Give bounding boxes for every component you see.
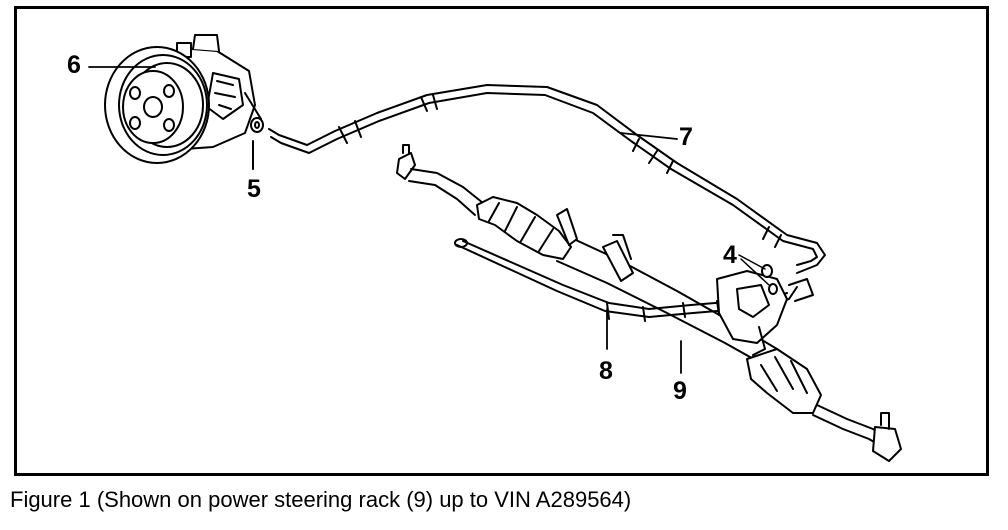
power-steering-pump — [104, 34, 262, 164]
callout-8: 8 — [599, 357, 613, 385]
callout-6: 6 — [67, 51, 81, 79]
steering-rack — [396, 144, 902, 462]
callout-7: 7 — [679, 123, 693, 151]
power-steering-diagram — [88, 34, 902, 462]
fitting-washers — [738, 254, 778, 295]
sealing-washer — [250, 117, 264, 170]
callout-9: 9 — [673, 377, 687, 405]
pressure-hose — [268, 84, 826, 274]
callout-leaders — [88, 66, 682, 374]
diagram-frame: 4 5 6 7 8 9 — [14, 6, 989, 476]
callout-5: 5 — [247, 175, 261, 203]
callout-4: 4 — [723, 241, 737, 269]
figure-caption: Figure 1 (Shown on power steering rack (… — [10, 487, 632, 512]
